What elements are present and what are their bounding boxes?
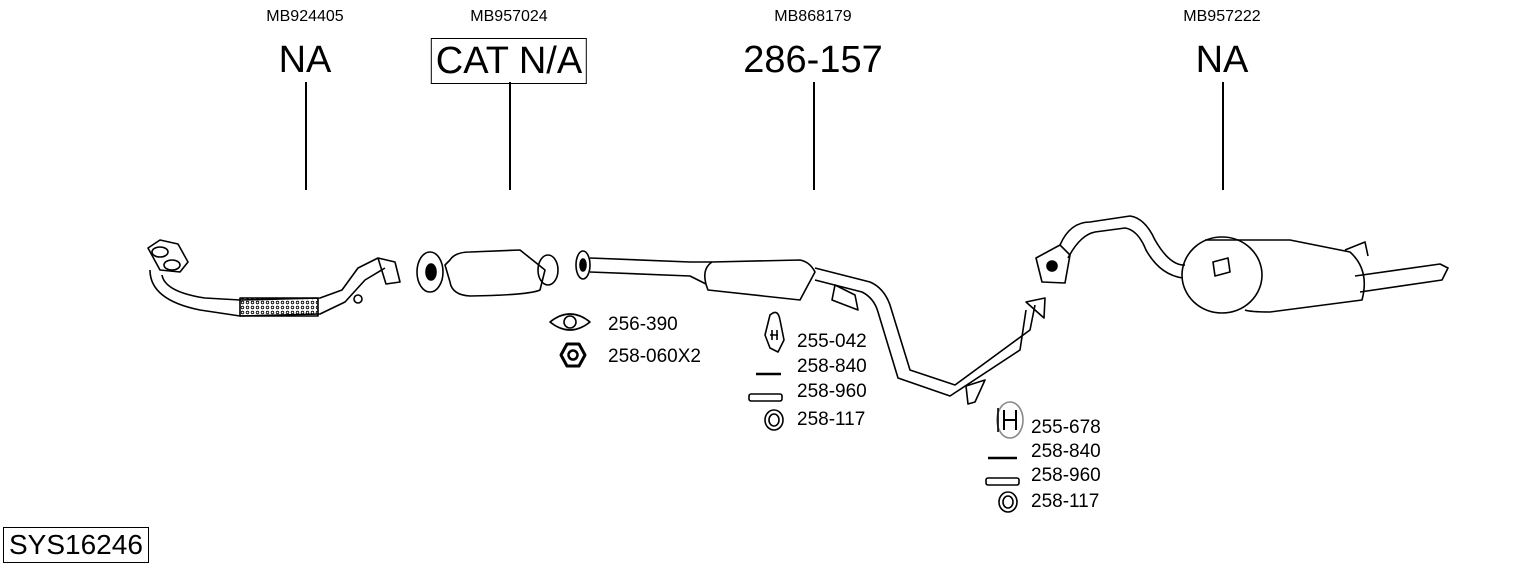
part-ref-rear: NA [1195,39,1249,81]
sleeve-icon [748,393,783,402]
accessory-label: 256-390 [608,314,678,335]
accessory-label: 258-960 [1031,465,1101,486]
accessory-label: 255-678 [1031,417,1101,438]
system-id: SYS16246 [3,527,149,563]
rear-silencer-drawing [1035,215,1449,314]
leader-line [813,82,815,190]
part-code-middle: MB868179 [774,8,852,25]
accessory-label: 258-960 [797,381,867,402]
part-ref-middle: 286-157 [743,39,883,81]
accessory-label: 255-042 [797,331,867,352]
accessory-label: 258-117 [797,409,866,430]
accessory-label: 258-840 [1031,441,1101,462]
ring-icon-2 [998,491,1018,513]
front-pipe-drawing [147,239,401,317]
nut-icon [559,342,587,368]
part-code-catalyst: MB957024 [470,8,548,25]
accessory-label: 258-117 [1031,491,1100,512]
part-ref-catalyst: CAT N/A [430,38,588,84]
gasket-icon [549,313,591,331]
ring-icon [764,409,784,431]
accessory-label: 258-060X2 [608,346,701,367]
catalyst-drawing [416,249,559,297]
sleeve-icon-2 [985,477,1020,486]
middle-silencer-drawing [575,250,1046,405]
part-ref-front-pipe: NA [278,39,332,81]
rubber-hanger-h-icon [996,401,1024,439]
part-code-front-pipe: MB924405 [266,8,344,25]
rubber-hanger-icon [764,311,785,353]
accessory-label: 258-840 [797,356,867,377]
leader-line [1222,82,1224,190]
part-code-rear: MB957222 [1183,8,1261,25]
leader-line [509,82,511,190]
leader-line [305,82,307,190]
